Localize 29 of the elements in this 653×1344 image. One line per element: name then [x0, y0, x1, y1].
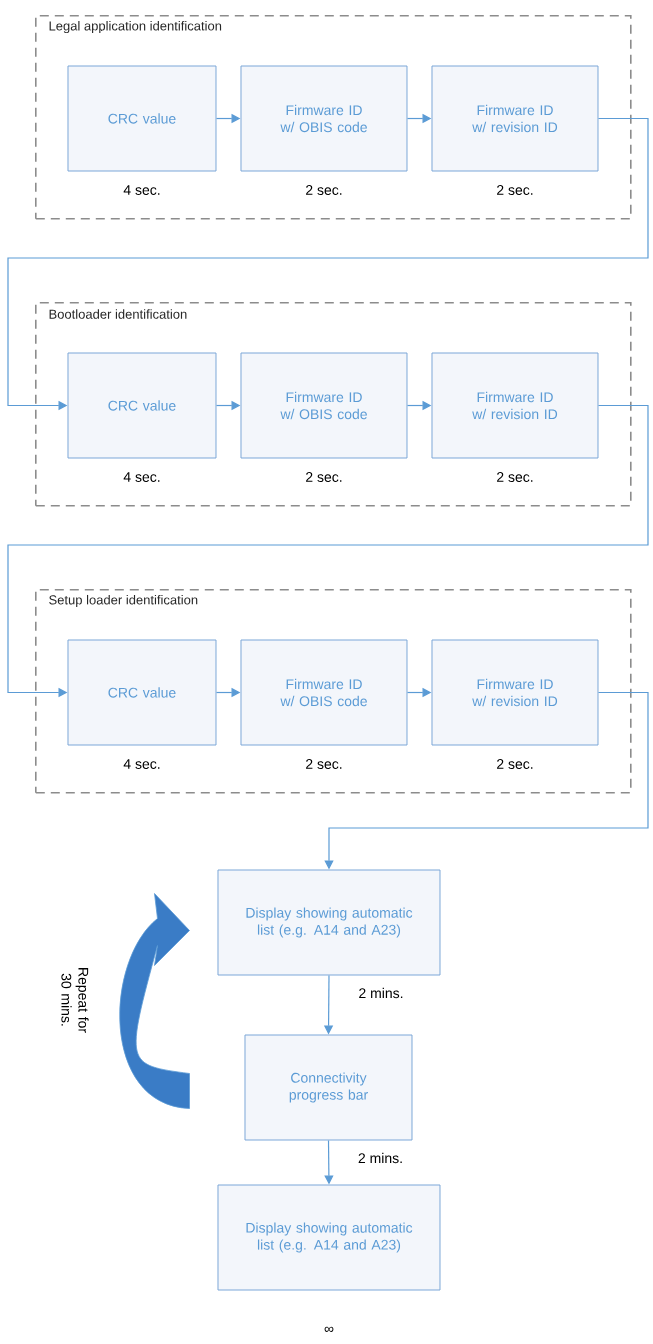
process-box: Firmware ID w/ revision ID	[431, 352, 599, 459]
edge-label: 2 mins.	[358, 1152, 402, 1164]
duration-label: 4 sec.	[123, 759, 160, 769]
duration-label: 2 sec.	[497, 472, 533, 482]
process-box: CRC value	[67, 352, 217, 459]
process-box: CRC value	[67, 65, 217, 172]
group-title: Legal application identification	[49, 20, 222, 34]
process-box: Firmware ID w/ revision ID	[431, 639, 599, 746]
group-title: Bootloader identification	[49, 309, 187, 319]
duration-label: 4 sec.	[123, 472, 160, 482]
process-box: Firmware ID w/ OBIS code	[240, 65, 408, 172]
process-box: Display showing automatic list (e.g. A14 and A23)	[217, 869, 441, 976]
duration-label: 2 sec.	[497, 759, 533, 769]
process-box: Firmware ID w/ OBIS code	[240, 352, 408, 459]
process-box: Firmware ID w/ OBIS code	[240, 639, 408, 746]
duration-label: 2 sec.	[306, 472, 342, 482]
process-box: Display showing automatic list (e.g. A14 and A23)	[217, 1184, 441, 1291]
curved-block-arrow	[119, 893, 190, 1109]
duration-label: 2 sec.	[497, 185, 533, 195]
duration-label: 4 sec.	[123, 185, 160, 195]
process-box: Firmware ID w/ revision ID	[431, 65, 599, 172]
edge-label: Repeat for 30 mins.	[61, 968, 89, 1033]
duration-label: ∞	[324, 1326, 334, 1332]
process-box: CRC value	[67, 639, 217, 746]
edge-label: 2 mins.	[359, 987, 403, 999]
duration-label: 2 sec.	[306, 759, 342, 769]
group-title: Setup loader identification	[49, 594, 198, 608]
duration-label: 2 sec.	[306, 185, 342, 195]
process-box: Connectivity progress bar	[244, 1034, 413, 1141]
